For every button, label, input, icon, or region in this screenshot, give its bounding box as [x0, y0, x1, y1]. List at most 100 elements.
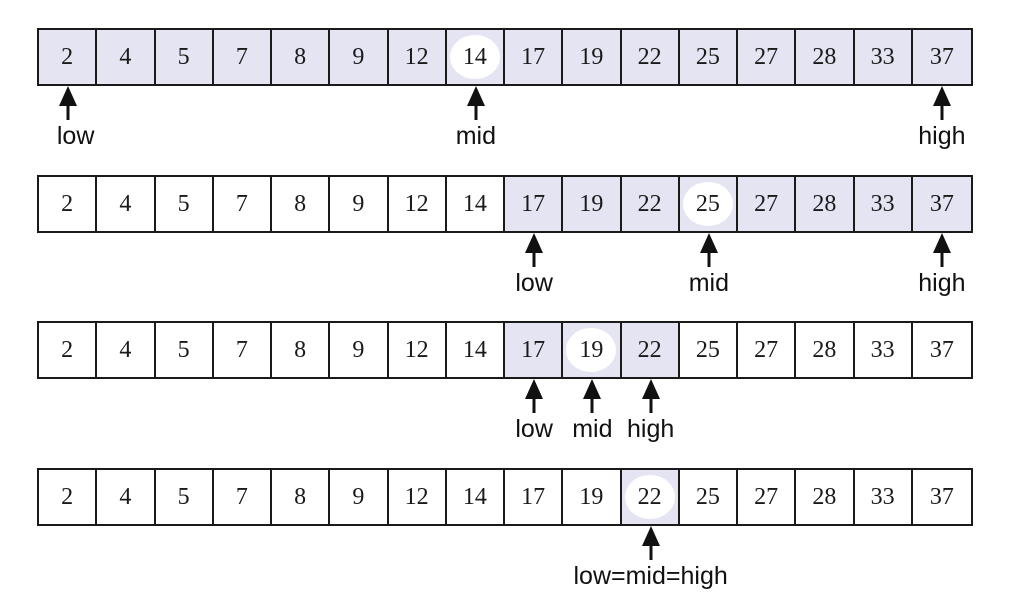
cell-value: 19 — [579, 43, 604, 70]
cell-value: 14 — [462, 336, 487, 363]
array-cell: 17 — [505, 177, 564, 231]
cell-value: 14 — [462, 190, 487, 217]
up-arrow-icon — [641, 379, 660, 413]
cell-value: 7 — [235, 483, 248, 510]
up-arrow-icon — [583, 379, 602, 413]
cell-value: 9 — [352, 336, 365, 363]
cell-value: 25 — [695, 43, 720, 70]
pointer-label: mid — [455, 122, 497, 150]
array-cell: 17 — [505, 470, 564, 524]
mid-highlight — [449, 35, 500, 79]
array-cell: 7 — [213, 30, 272, 84]
array-cell: 9 — [330, 177, 389, 231]
array-cell: 7 — [214, 323, 272, 377]
cell-value: 5 — [177, 190, 190, 217]
array-cell: 28 — [796, 470, 855, 524]
pointer-label: low — [515, 269, 553, 297]
cell-value: 5 — [177, 483, 190, 510]
array-cell: 19 — [563, 177, 622, 231]
array-cell: 27 — [738, 323, 797, 377]
pointer-label: high — [626, 415, 675, 443]
array-cell: 19 — [563, 323, 622, 377]
cell-value: 25 — [695, 190, 720, 217]
cell-value: 27 — [754, 336, 779, 363]
array-cell: 27 — [738, 470, 797, 524]
cell-value: 2 — [61, 43, 74, 70]
cell-value: 7 — [235, 43, 248, 70]
array-cell: 25 — [680, 470, 738, 524]
array-cell: 14 — [447, 470, 505, 524]
array-cell: 17 — [505, 323, 564, 377]
cell-value: 19 — [579, 483, 604, 510]
cell-value: 33 — [870, 483, 895, 510]
array-cell: 5 — [156, 470, 214, 524]
cell-value: 12 — [404, 483, 429, 510]
up-arrow-icon — [699, 233, 718, 267]
array-cell: 28 — [796, 323, 855, 377]
array-cell: 27 — [738, 177, 797, 231]
array-cell: 8 — [272, 470, 331, 524]
array-cell: 17 — [505, 30, 564, 84]
cell-value: 4 — [119, 336, 132, 363]
array-cell: 9 — [330, 323, 389, 377]
cell-value: 2 — [61, 483, 74, 510]
array-cell: 33 — [854, 177, 913, 231]
array-cell: 33 — [854, 30, 913, 84]
cell-value: 28 — [812, 483, 837, 510]
cell-value: 22 — [637, 190, 662, 217]
array-cell: 27 — [738, 30, 797, 84]
cell-value: 17 — [521, 43, 546, 70]
array-cell: 2 — [39, 30, 98, 84]
pointer-label: low=mid=high — [573, 562, 728, 590]
cell-value: 37 — [929, 336, 954, 363]
cell-value: 17 — [521, 190, 546, 217]
array-cell: 8 — [272, 177, 331, 231]
cell-value: 22 — [637, 336, 662, 363]
cell-value: 8 — [294, 483, 307, 510]
array-cell: 8 — [272, 323, 331, 377]
cell-value: 28 — [812, 190, 837, 217]
cell-value: 25 — [695, 483, 720, 510]
array-cell: 4 — [97, 470, 156, 524]
array-cell: 9 — [330, 470, 389, 524]
cell-value: 22 — [637, 483, 662, 510]
cell-value: 27 — [754, 190, 779, 217]
array-cell: 33 — [855, 323, 913, 377]
cell-value: 4 — [119, 483, 132, 510]
cell-value: 12 — [404, 43, 429, 70]
cell-value: 4 — [119, 43, 132, 70]
array-cell: 8 — [272, 30, 331, 84]
cell-value: 37 — [929, 190, 954, 217]
cell-value: 27 — [754, 43, 779, 70]
array-cell: 19 — [563, 30, 622, 84]
array-cell: 5 — [156, 323, 214, 377]
array-cell: 7 — [214, 177, 272, 231]
cell-value: 19 — [579, 336, 604, 363]
array-cell: 28 — [796, 30, 855, 84]
array-cell: 22 — [621, 323, 680, 377]
cell-value: 9 — [352, 43, 365, 70]
cell-value: 8 — [294, 336, 307, 363]
array-cell: 4 — [97, 30, 156, 84]
cell-value: 7 — [235, 190, 248, 217]
array-cell: 12 — [389, 470, 447, 524]
cell-value: 14 — [462, 483, 487, 510]
array-cell: 5 — [155, 30, 214, 84]
pointer-label: low — [515, 415, 553, 443]
cell-value: 9 — [352, 190, 365, 217]
array-cell: 19 — [563, 470, 622, 524]
up-arrow-icon — [525, 233, 544, 267]
pointer-label: high — [918, 122, 966, 150]
array-cell: 2 — [39, 177, 98, 231]
mid-highlight — [682, 182, 733, 226]
cell-value: 33 — [870, 43, 895, 70]
array-cell: 4 — [97, 323, 156, 377]
array-cell: 33 — [855, 470, 913, 524]
mid-highlight — [624, 475, 675, 519]
cell-value: 4 — [119, 190, 132, 217]
array-cell: 12 — [388, 30, 447, 84]
